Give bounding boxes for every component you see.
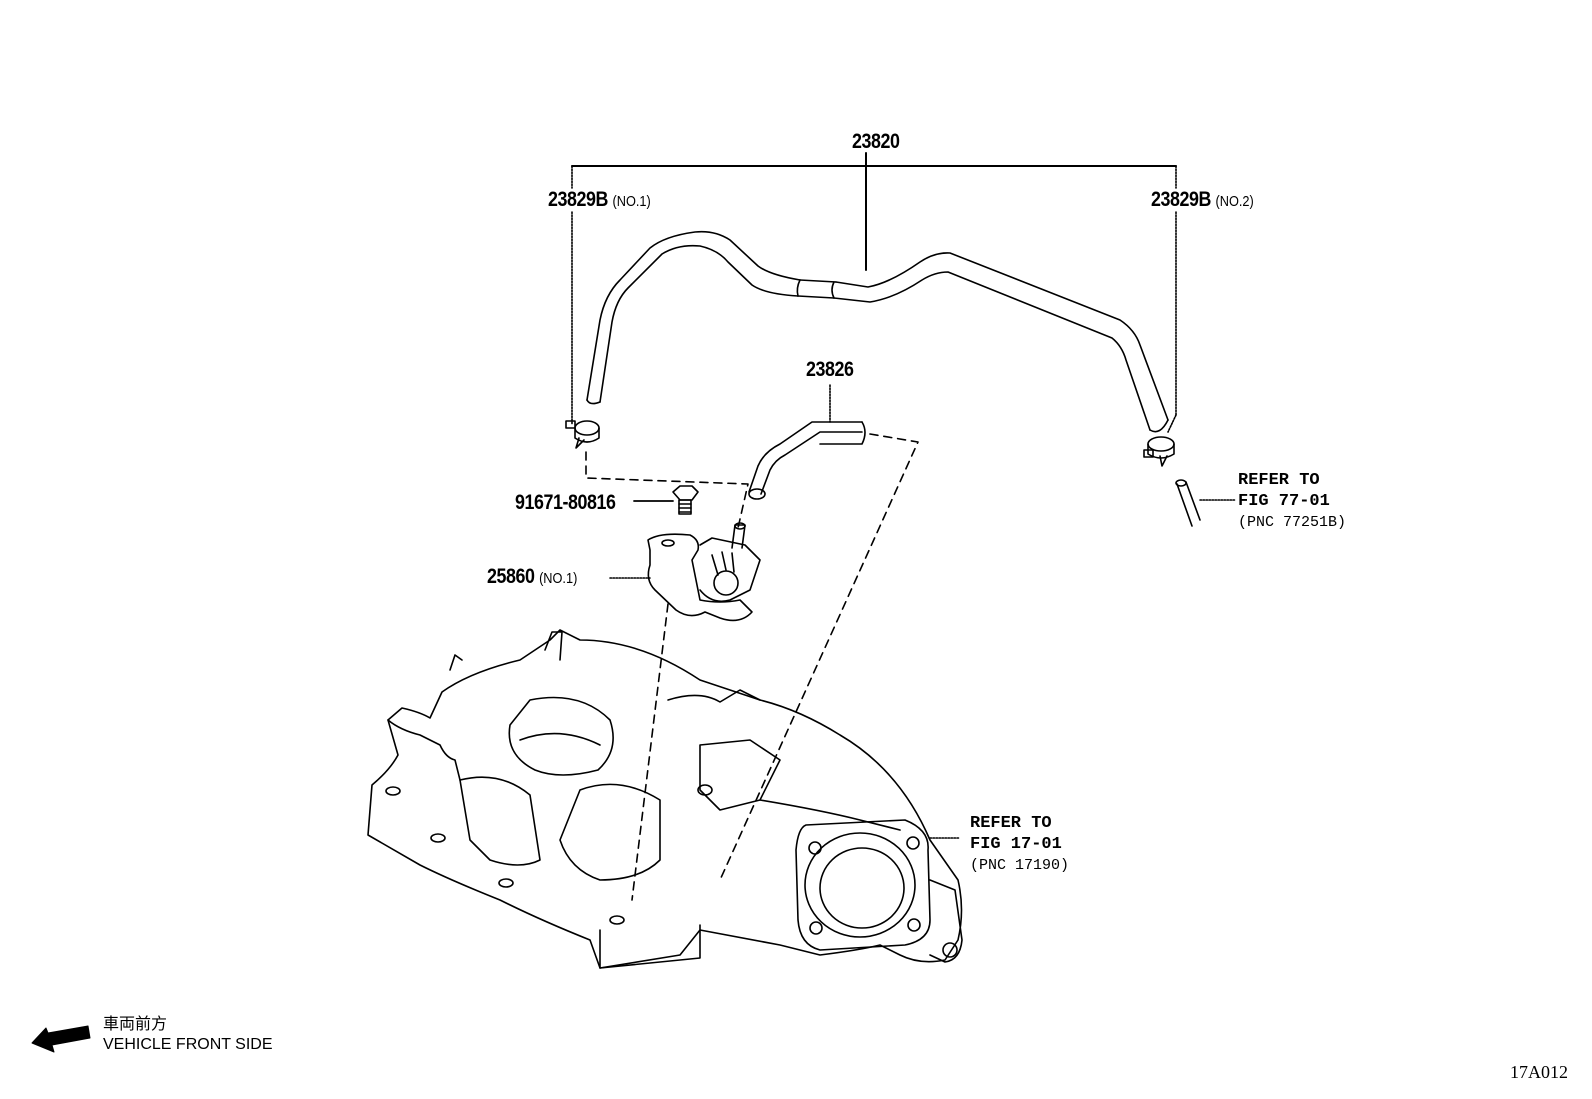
reference-pnc: (PNC 77251B)	[1238, 514, 1347, 531]
assembly-lines	[585, 433, 919, 901]
hose-23826	[748, 384, 866, 500]
part-label-23829b-no2[interactable]: 23829B (NO.2)	[1151, 188, 1254, 212]
part-number: 91671-80816	[515, 491, 616, 514]
part-label-23829b-no1[interactable]: 23829B (NO.1)	[548, 188, 651, 212]
part-label-23820[interactable]: 23820	[852, 130, 900, 154]
arrow-left-down-icon	[31, 1025, 91, 1053]
reference-line-1: REFER TO	[1238, 471, 1320, 490]
part-number: 23826	[806, 358, 854, 381]
vehicle-front-legend: 車両前方 VEHICLE FRONT SIDE	[103, 1015, 273, 1055]
leader-23820	[571, 152, 1177, 433]
part-number: 23829B	[1151, 188, 1211, 211]
reference-fig-17-01[interactable]: REFER TO FIG 17-01 (PNC 17190)	[970, 813, 1069, 876]
hose-23820	[586, 230, 1169, 433]
reference-line-1: REFER TO	[970, 814, 1052, 833]
reference-pnc: (PNC 17190)	[970, 857, 1070, 874]
part-number: 23829B	[548, 188, 608, 211]
clip-no1	[565, 420, 600, 449]
pipe-77-01	[1175, 479, 1237, 527]
vehicle-front-japanese: 車両前方	[103, 1016, 168, 1033]
intake-manifold	[367, 629, 963, 969]
part-label-23826[interactable]: 23826	[806, 358, 854, 382]
clip-no2	[1143, 436, 1175, 467]
reference-fig-77-01[interactable]: REFER TO FIG 77-01 (PNC 77251B)	[1238, 470, 1346, 533]
part-label-91671-80816[interactable]: 91671-80816	[515, 491, 616, 515]
part-note: (NO.1)	[612, 193, 651, 210]
bolt-91671	[633, 485, 699, 515]
part-note: (NO.2)	[1215, 193, 1254, 210]
part-number: 23820	[852, 130, 900, 153]
reference-line-2: FIG 17-01	[970, 835, 1062, 854]
figure-code: 17A012	[1510, 1062, 1568, 1082]
part-label-25860[interactable]: 25860 (NO.1)	[487, 565, 577, 589]
reference-line-2: FIG 77-01	[1238, 492, 1330, 511]
vehicle-front-english: VEHICLE FRONT SIDE	[103, 1036, 273, 1053]
part-note: (NO.1)	[539, 570, 578, 587]
part-number: 25860	[487, 565, 535, 588]
valve-25860	[609, 522, 761, 622]
